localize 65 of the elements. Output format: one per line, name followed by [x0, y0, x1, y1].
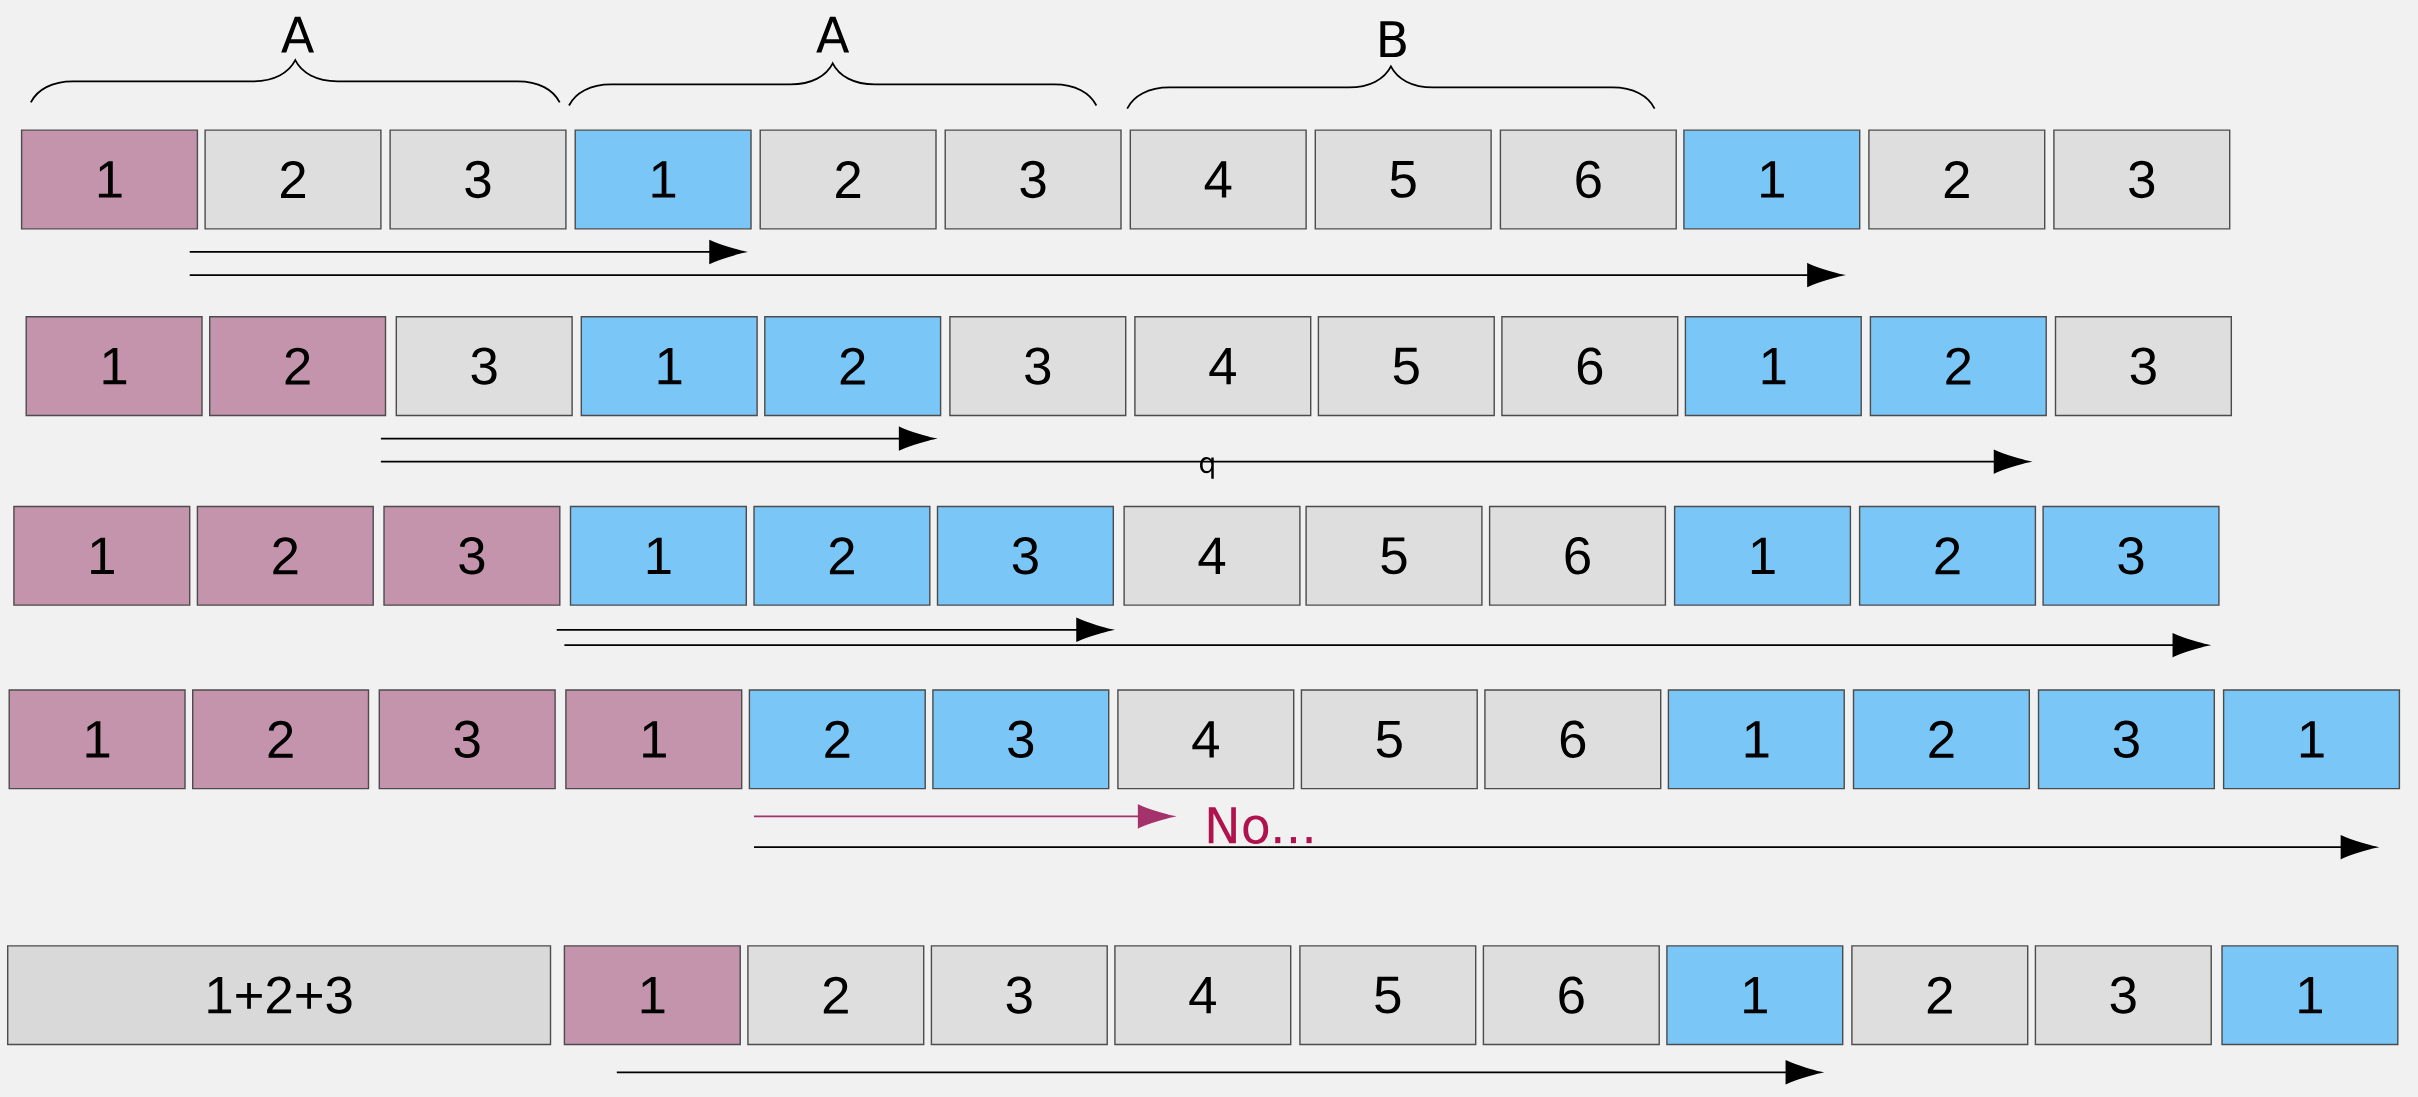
number-box: 1: [1667, 689, 1845, 790]
number-box: 2: [1851, 945, 2029, 1046]
number-box: 2: [1852, 689, 2030, 790]
label: A: [816, 16, 850, 53]
number-box: 5: [1299, 945, 1477, 1046]
number-box: 3: [930, 945, 1108, 1046]
number-box: 1: [13, 505, 191, 606]
number-box: 1: [1673, 505, 1852, 606]
number-box: 3: [2034, 945, 2212, 1046]
number-box: 2: [759, 129, 937, 230]
label: No...: [1208, 807, 1312, 844]
number-box: 4: [1123, 505, 1301, 606]
number-box: 4: [1114, 945, 1292, 1046]
number-box: 2: [192, 689, 370, 790]
number-box: 1: [1683, 129, 1861, 230]
number-box: 6: [1488, 505, 1667, 606]
number-box: 1: [1666, 945, 1844, 1046]
number-box: 2: [753, 505, 931, 606]
number-box: 2: [1869, 316, 2047, 417]
number-box: 1: [1684, 316, 1862, 417]
number-box: 1: [565, 689, 743, 790]
number-box: 1: [20, 129, 199, 230]
number-box: 3: [378, 689, 556, 790]
number-box: 4: [1117, 689, 1295, 790]
number-box: 1+2+3: [7, 945, 552, 1046]
label: q: [1200, 457, 1214, 479]
number-box: 1: [25, 316, 203, 417]
number-box: 1: [574, 129, 752, 230]
number-box: 3: [932, 689, 1110, 790]
number-box: 1: [563, 945, 741, 1046]
label: A: [281, 16, 314, 53]
number-box: 6: [1482, 945, 1660, 1046]
label: B: [1380, 21, 1406, 58]
number-box: 2: [209, 316, 387, 417]
number-box: 3: [383, 505, 561, 606]
number-box: 2: [764, 316, 942, 417]
number-box: 2: [747, 945, 925, 1046]
number-box: 2: [196, 505, 374, 606]
number-box: 1: [580, 316, 758, 417]
number-box: 2: [204, 129, 382, 230]
number-box: 3: [389, 129, 567, 230]
number-box: 1: [569, 505, 747, 606]
number-box: 5: [1317, 316, 1495, 417]
number-box: 3: [2042, 505, 2220, 606]
number-box: 1: [8, 689, 186, 790]
number-box: 3: [2053, 129, 2231, 230]
number-box: 5: [1314, 129, 1492, 230]
number-box: 5: [1300, 689, 1478, 790]
number-box: 2: [748, 689, 926, 790]
number-box: 3: [2037, 689, 2215, 790]
number-box: 2: [1858, 505, 2037, 606]
number-box: 6: [1501, 316, 1679, 417]
number-box: 6: [1499, 129, 1677, 230]
number-box: 6: [1484, 689, 1662, 790]
number-box: 3: [395, 316, 573, 417]
number-box: 3: [2054, 316, 2233, 417]
number-box: 3: [936, 505, 1114, 606]
number-box: 3: [944, 129, 1122, 230]
number-box: 4: [1134, 316, 1312, 417]
number-box: 3: [949, 316, 1127, 417]
number-box: 5: [1305, 505, 1483, 606]
number-box: 1: [2221, 945, 2399, 1046]
number-box: 4: [1129, 129, 1307, 230]
number-box: 2: [1868, 129, 2046, 230]
number-box: 1: [2222, 689, 2401, 790]
